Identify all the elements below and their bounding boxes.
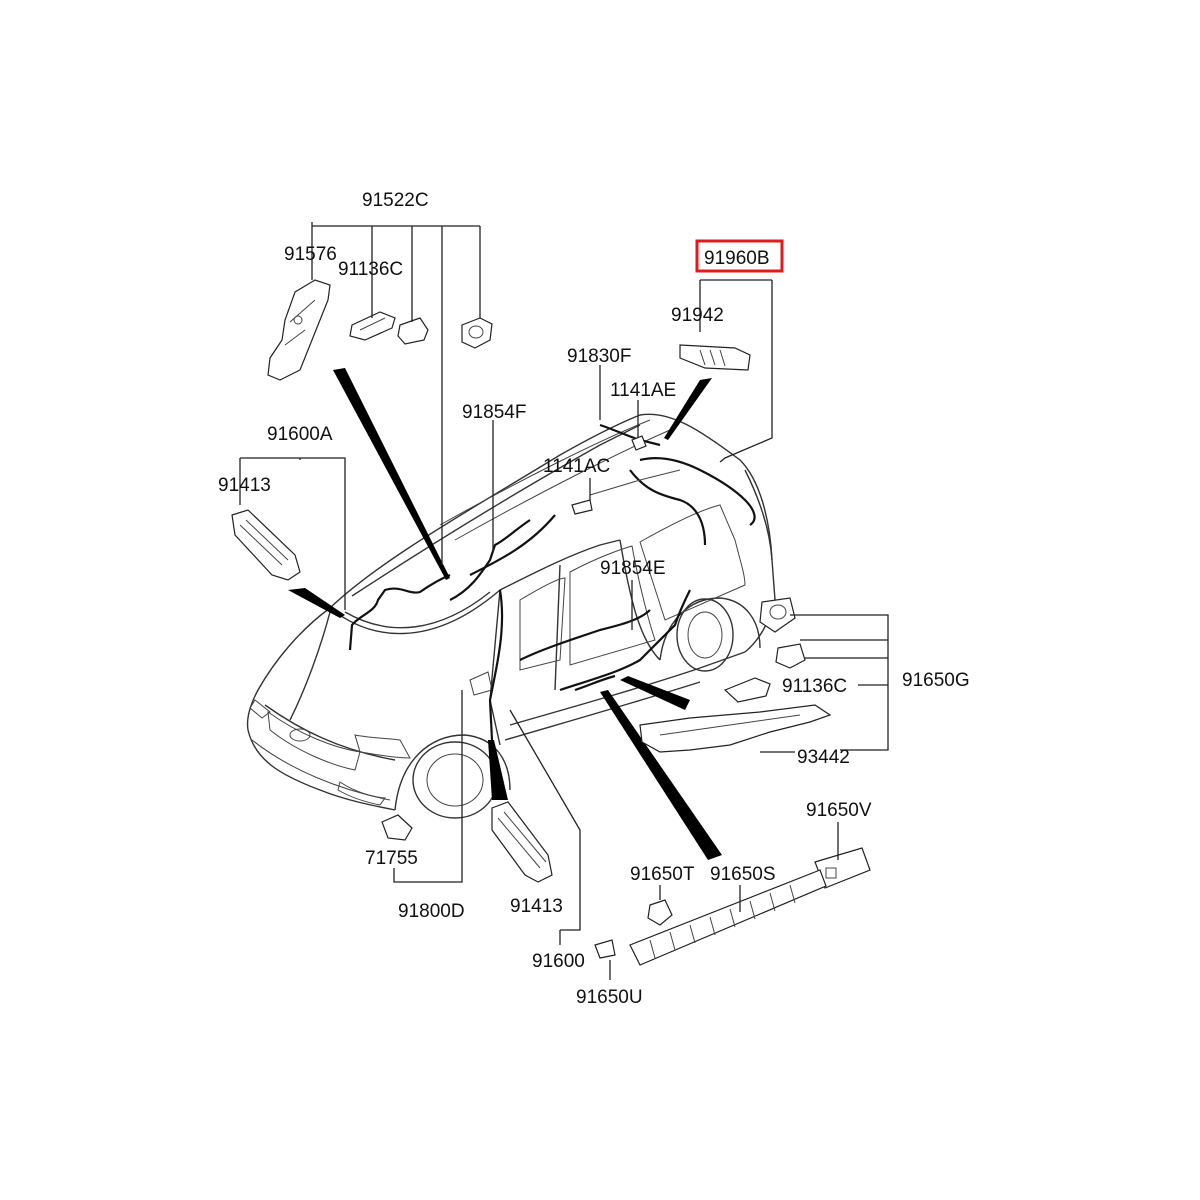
label-91650t[interactable]: 91650T <box>630 864 695 885</box>
part-91650u-clip <box>594 939 616 959</box>
label-91960b[interactable]: 91960B <box>704 248 770 269</box>
part-91413-grommet-bottom <box>491 801 553 883</box>
part-grommet-top <box>461 317 493 349</box>
part-91136c-clip-right <box>723 677 771 703</box>
label-91522c[interactable]: 91522C <box>362 190 429 211</box>
part-91942-connector <box>679 344 751 371</box>
label-91830f[interactable]: 91830F <box>567 346 631 367</box>
highlight-box-91960b <box>695 239 784 273</box>
part-91650s-tube <box>629 869 827 966</box>
part-91136c-clip-top <box>349 311 396 341</box>
label-91136c-right[interactable]: 91136C <box>782 676 847 697</box>
label-1141ae[interactable]: 1141AE <box>610 380 676 401</box>
label-1141ac[interactable]: 1141AC <box>543 456 610 477</box>
label-91136c-top[interactable]: 91136C <box>338 259 403 280</box>
label-91650g[interactable]: 91650G <box>902 670 970 691</box>
part-1141ae-bolt <box>631 435 647 451</box>
label-91942[interactable]: 91942 <box>671 305 724 326</box>
part-91650t-clip <box>647 899 673 926</box>
label-91650u[interactable]: 91650U <box>576 987 643 1008</box>
label-91413-left[interactable]: 91413 <box>218 475 271 496</box>
part-91576-bracket <box>267 279 331 381</box>
label-91800d[interactable]: 91800D <box>398 901 465 922</box>
label-91650v[interactable]: 91650V <box>806 800 872 821</box>
vehicle-outline <box>246 413 776 819</box>
part-1141ac-bolt <box>571 499 593 515</box>
part-71755-clip <box>381 814 413 841</box>
part-91650g-clip <box>775 643 806 669</box>
part-connector-clip <box>397 317 429 345</box>
label-91600a[interactable]: 91600A <box>267 424 333 445</box>
label-91576[interactable]: 91576 <box>284 244 337 265</box>
part-labels: 91522C 91576 91136C 91960B 91942 91830F … <box>218 190 970 1008</box>
label-93442[interactable]: 93442 <box>797 747 850 768</box>
part-91650g-grommet <box>759 597 796 633</box>
label-91413-bottom[interactable]: 91413 <box>510 896 563 917</box>
pointer-wedges <box>288 368 722 860</box>
part-91413-grommet-left <box>231 509 301 581</box>
label-91854f[interactable]: 91854F <box>462 402 526 423</box>
label-71755[interactable]: 71755 <box>365 848 418 869</box>
label-91600[interactable]: 91600 <box>532 951 585 972</box>
leader-lines <box>239 222 889 980</box>
part-93442-cover <box>639 704 832 753</box>
label-91854e[interactable]: 91854E <box>600 558 666 579</box>
label-91650s[interactable]: 91650S <box>710 864 776 885</box>
